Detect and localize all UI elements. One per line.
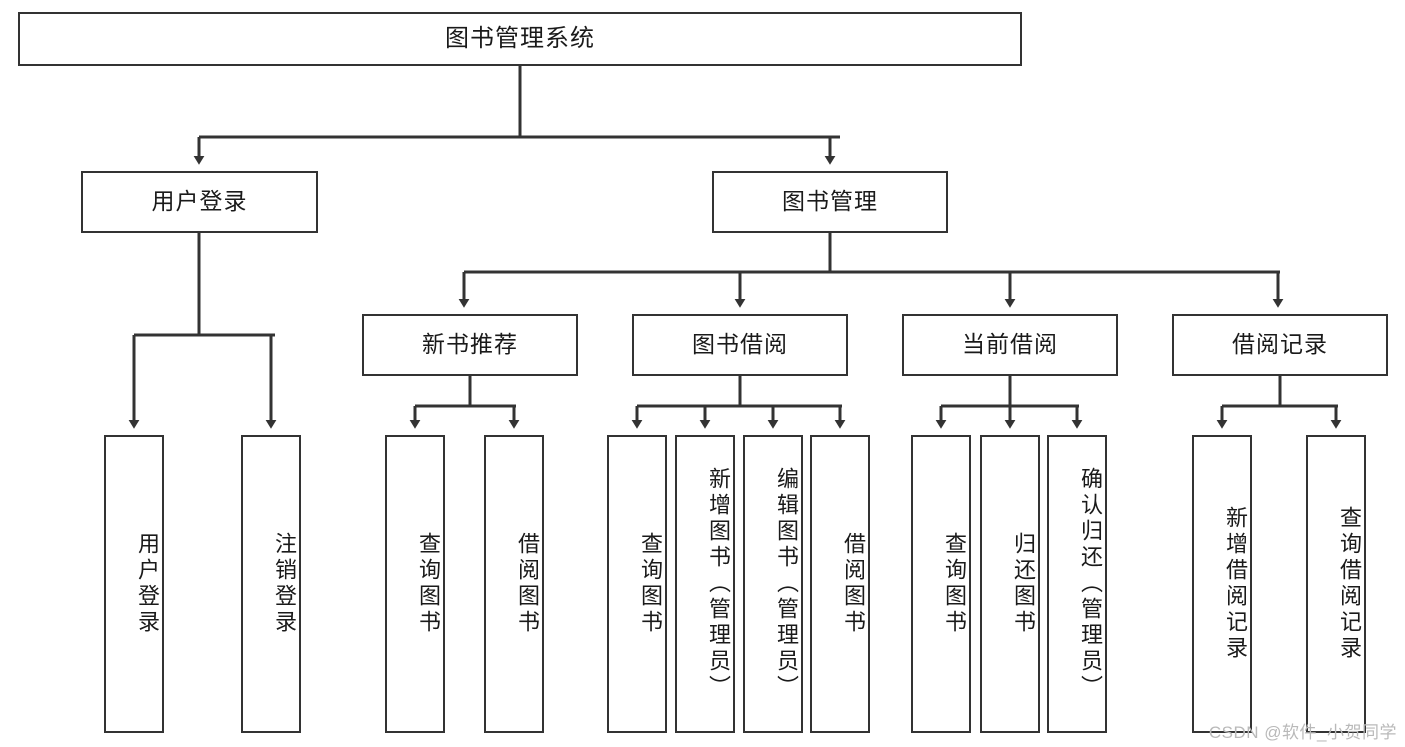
node-label: 借阅图书 xyxy=(841,532,866,636)
node-label: 归还图书 xyxy=(1011,532,1036,636)
node-leaf-return-book[interactable]: 归还图书 xyxy=(980,435,1040,733)
node-label: 编辑图书（管理员） xyxy=(774,467,799,701)
node-leaf-borrow-book-1[interactable]: 借阅图书 xyxy=(484,435,544,733)
node-leaf-confirm-return[interactable]: 确认归还（管理员） xyxy=(1047,435,1107,733)
node-label: 用户登录 xyxy=(151,188,248,215)
node-leaf-edit-book[interactable]: 编辑图书（管理员） xyxy=(743,435,803,733)
node-leaf-add-record[interactable]: 新增借阅记录 xyxy=(1192,435,1252,733)
node-label: 借阅图书 xyxy=(515,532,540,636)
node-book-borrow[interactable]: 图书借阅 xyxy=(632,314,848,376)
node-label: 图书借阅 xyxy=(692,331,788,358)
node-label: 用户登录 xyxy=(135,532,160,636)
node-leaf-query-record[interactable]: 查询借阅记录 xyxy=(1306,435,1366,733)
node-label: 借阅记录 xyxy=(1232,331,1328,358)
watermark-text: CSDN @软件_小贺同学 xyxy=(1208,723,1397,742)
node-new-book-rec[interactable]: 新书推荐 xyxy=(362,314,578,376)
node-label: 新增借阅记录 xyxy=(1223,506,1248,662)
node-leaf-user-login[interactable]: 用户登录 xyxy=(104,435,164,733)
node-user-login[interactable]: 用户登录 xyxy=(81,171,318,233)
node-label: 查询借阅记录 xyxy=(1337,506,1362,662)
node-leaf-query-book-2[interactable]: 查询图书 xyxy=(607,435,667,733)
node-label: 查询图书 xyxy=(942,532,967,636)
node-leaf-query-book-3[interactable]: 查询图书 xyxy=(911,435,971,733)
node-borrow-record[interactable]: 借阅记录 xyxy=(1172,314,1388,376)
node-label: 新书推荐 xyxy=(422,331,518,358)
node-label: 当前借阅 xyxy=(962,331,1058,358)
node-root[interactable]: 图书管理系统 xyxy=(18,12,1022,66)
node-label: 新增图书（管理员） xyxy=(706,467,731,701)
node-leaf-logout[interactable]: 注销登录 xyxy=(241,435,301,733)
node-leaf-add-book[interactable]: 新增图书（管理员） xyxy=(675,435,735,733)
node-current-borrow[interactable]: 当前借阅 xyxy=(902,314,1118,376)
node-label: 查询图书 xyxy=(638,532,663,636)
node-leaf-borrow-book-2[interactable]: 借阅图书 xyxy=(810,435,870,733)
node-label: 图书管理 xyxy=(782,188,878,215)
node-leaf-query-book-1[interactable]: 查询图书 xyxy=(385,435,445,733)
node-label: 确认归还（管理员） xyxy=(1078,467,1103,701)
node-label: 图书管理系统 xyxy=(445,24,595,52)
node-book-manage[interactable]: 图书管理 xyxy=(712,171,948,233)
node-label: 查询图书 xyxy=(416,532,441,636)
node-label: 注销登录 xyxy=(272,532,297,636)
